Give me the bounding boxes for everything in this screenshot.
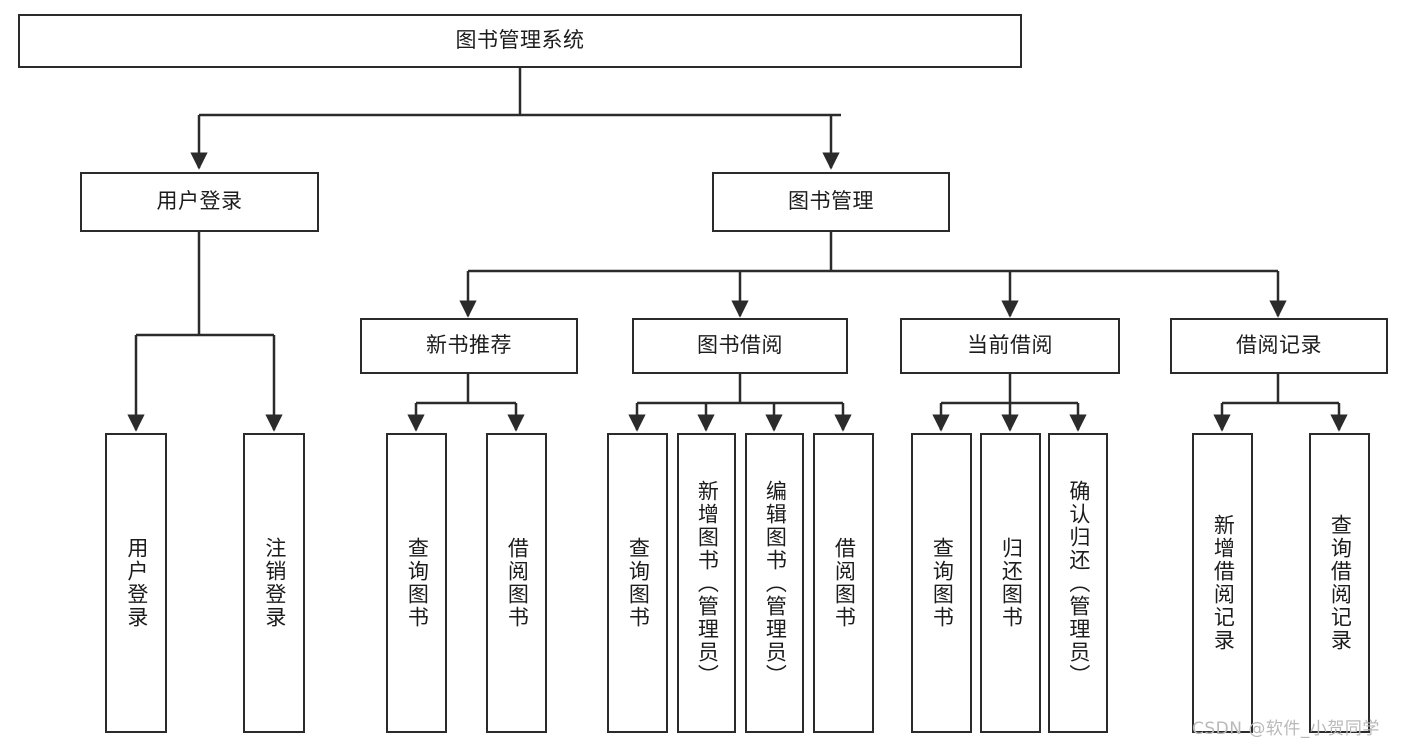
node-leaf-user-login-label: 用户登录 [124,537,149,629]
csdn-watermark: CSDN @软件_小贺同学 [1192,719,1380,739]
node-leaf-confirm-return[interactable]: 确认归还（管理员） [1048,433,1108,733]
node-leaf-user-logout[interactable]: 注销登录 [243,433,305,733]
node-leaf-user-logout-label: 注销登录 [262,537,287,629]
node-leaf-borrow-book-1-label: 借阅图书 [505,537,530,629]
node-leaf-query-book-2[interactable]: 查询图书 [607,433,668,733]
node-leaf-add-record-label: 新增借阅记录 [1211,514,1236,652]
node-user-login[interactable]: 用户登录 [80,172,319,232]
node-leaf-edit-book[interactable]: 编辑图书（管理员） [745,433,804,733]
node-leaf-return-book-label: 归还图书 [999,537,1024,629]
node-new-book-rec[interactable]: 新书推荐 [360,318,578,374]
node-leaf-borrow-book-1[interactable]: 借阅图书 [486,433,547,733]
node-leaf-query-book-2-label: 查询图书 [626,537,651,629]
node-leaf-query-book-1-label: 查询图书 [405,537,430,629]
node-borrow-record[interactable]: 借阅记录 [1170,318,1388,374]
node-book-manage[interactable]: 图书管理 [712,172,950,232]
node-book-borrow-label: 图书借阅 [697,333,783,358]
node-leaf-borrow-book-2-label: 借阅图书 [832,537,857,629]
node-leaf-borrow-book-2[interactable]: 借阅图书 [813,433,874,733]
node-leaf-query-record[interactable]: 查询借阅记录 [1309,433,1370,733]
node-new-book-rec-label: 新书推荐 [426,333,512,358]
node-leaf-add-book-label: 新增图书（管理员） [695,479,720,687]
node-leaf-query-record-label: 查询借阅记录 [1328,514,1353,652]
node-book-borrow[interactable]: 图书借阅 [632,318,848,374]
node-book-manage-label: 图书管理 [788,189,874,214]
node-borrow-record-label: 借阅记录 [1236,333,1322,358]
node-root[interactable]: 图书管理系统 [18,14,1022,68]
node-current-borrow-label: 当前借阅 [967,333,1053,358]
node-leaf-query-book-3-label: 查询图书 [930,537,955,629]
node-user-login-label: 用户登录 [156,189,243,214]
node-current-borrow[interactable]: 当前借阅 [900,318,1120,374]
node-leaf-query-book-1[interactable]: 查询图书 [386,433,447,733]
node-leaf-user-login[interactable]: 用户登录 [105,433,167,733]
node-root-label: 图书管理系统 [455,28,585,53]
node-leaf-add-book[interactable]: 新增图书（管理员） [677,433,736,733]
node-leaf-return-book[interactable]: 归还图书 [980,433,1041,733]
node-leaf-edit-book-label: 编辑图书（管理员） [763,479,788,687]
node-leaf-confirm-return-label: 确认归还（管理员） [1066,479,1091,687]
node-leaf-add-record[interactable]: 新增借阅记录 [1192,433,1253,733]
node-leaf-query-book-3[interactable]: 查询图书 [911,433,972,733]
